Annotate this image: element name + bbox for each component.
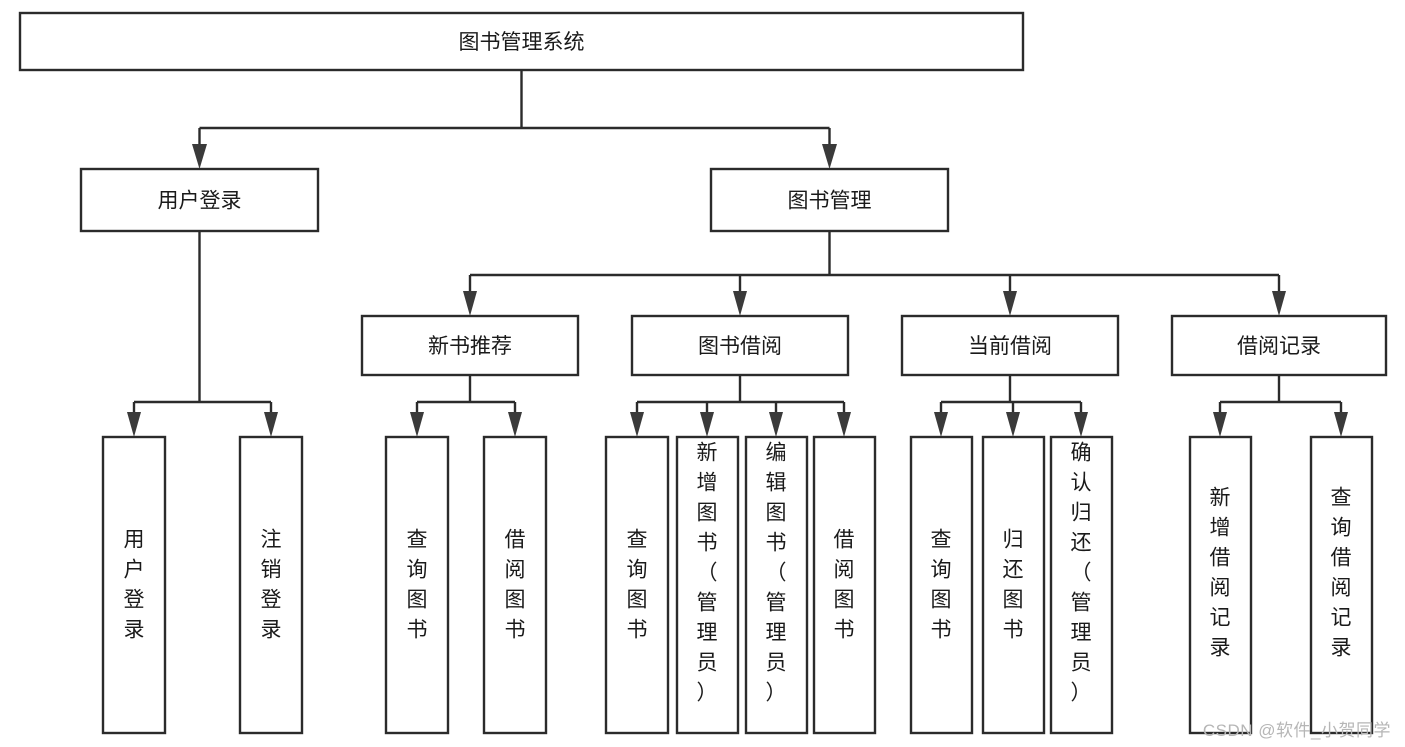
node-root-label: 图书管理系统 [459, 31, 585, 54]
leaf-node-3[interactable]: 借阅图书 [482, 435, 548, 735]
arrow-head-current-borrow [1003, 291, 1017, 316]
leaf-node-10[interactable]: 确认归还（管理员） [1049, 435, 1114, 735]
node-user-login[interactable]: 用户登录 [79, 167, 320, 233]
leaf-node-11-label: 新增借阅记录 [1210, 487, 1231, 660]
leaf-node-11-box[interactable] [1188, 435, 1253, 735]
node-current-borrow[interactable]: 当前借阅 [900, 314, 1120, 377]
leaf-node-6[interactable]: 编辑图书（管理员） [744, 435, 809, 735]
leaf-node-8-box[interactable] [909, 435, 974, 735]
leaf-node-12[interactable]: 查询借阅记录 [1309, 435, 1374, 735]
node-new-book-recommend-box[interactable] [360, 314, 580, 377]
node-borrow-record-label: 借阅记录 [1237, 335, 1321, 358]
leaf-node-12-box[interactable] [1309, 435, 1374, 735]
leaf-node-9-box[interactable] [981, 435, 1046, 735]
leaf-node-6-box[interactable] [744, 435, 809, 735]
arrow-head-leaf-query-book-1 [410, 412, 424, 437]
node-book-borrow-box[interactable] [630, 314, 850, 377]
node-new-book-recommend-label: 新书推荐 [428, 335, 512, 358]
leaf-node-6-label: 编辑图书（管理员） [766, 442, 787, 705]
node-current-borrow-label: 当前借阅 [968, 335, 1052, 358]
arrow-head-leaf-confirm-return [1074, 412, 1088, 437]
leaf-node-2[interactable]: 查询图书 [384, 435, 450, 735]
leaf-node-5-label: 新增图书（管理员） [697, 442, 718, 705]
leaf-node-0-label: 用户登录 [124, 529, 145, 642]
leaf-node-2-label: 查询图书 [407, 529, 428, 642]
node-book-borrow[interactable]: 图书借阅 [630, 314, 850, 377]
arrow-head-borrow-record [1272, 291, 1286, 316]
arrow-head-book-manage [822, 144, 837, 169]
arrow-head-leaf-query-book-2 [630, 412, 644, 437]
arrow-head-user-login [192, 144, 207, 169]
node-new-book-recommend[interactable]: 新书推荐 [360, 314, 580, 377]
leaf-node-0[interactable]: 用户登录 [101, 435, 167, 735]
leaf-node-3-box[interactable] [482, 435, 548, 735]
leaf-node-10-label: 确认归还（管理员） [1071, 442, 1092, 705]
leaf-node-9[interactable]: 归还图书 [981, 435, 1046, 735]
arrow-head-book-borrow [733, 291, 747, 316]
leaf-node-7[interactable]: 借阅图书 [812, 435, 877, 735]
csdn-watermark: CSDN @软件_小贺同学 [1202, 721, 1391, 740]
leaf-node-8[interactable]: 查询图书 [909, 435, 974, 735]
leaf-node-1-label: 注销登录 [261, 529, 282, 642]
arrow-head-leaf-return-book [1006, 412, 1020, 437]
arrow-head-leaf-borrow-book-2 [837, 412, 851, 437]
leaf-node-1-box[interactable] [238, 435, 304, 735]
node-book-manage-label: 图书管理 [788, 190, 872, 213]
leaf-node-4-box[interactable] [604, 435, 670, 735]
arrow-head-leaf-query-book-3 [934, 412, 948, 437]
leaf-node-9-label: 归还图书 [1003, 529, 1024, 642]
arrow-head-new-book-rec [463, 291, 477, 316]
node-root[interactable]: 图书管理系统 [18, 11, 1025, 72]
node-current-borrow-box[interactable] [900, 314, 1120, 377]
node-borrow-record[interactable]: 借阅记录 [1170, 314, 1388, 377]
leaf-node-4-label: 查询图书 [627, 529, 648, 642]
node-book-manage[interactable]: 图书管理 [709, 167, 950, 233]
leaf-node-7-label: 借阅图书 [834, 529, 855, 642]
leaf-node-11[interactable]: 新增借阅记录 [1188, 435, 1253, 735]
arrow-head-leaf-borrow-book-1 [508, 412, 522, 437]
leaf-node-4[interactable]: 查询图书 [604, 435, 670, 735]
leaf-node-10-box[interactable] [1049, 435, 1114, 735]
node-user-login-label: 用户登录 [158, 190, 242, 213]
leaf-node-7-box[interactable] [812, 435, 877, 735]
arrow-head-leaf-add-record [1213, 412, 1227, 437]
leaf-node-12-label: 查询借阅记录 [1331, 487, 1352, 660]
arrow-head-leaf-edit-book [769, 412, 783, 437]
leaf-node-0-box[interactable] [101, 435, 167, 735]
arrow-head-leaf-user-login [127, 412, 141, 437]
node-book-borrow-label: 图书借阅 [698, 335, 782, 358]
connector-layer [127, 70, 1348, 437]
leaf-node-3-label: 借阅图书 [505, 529, 526, 642]
leaf-node-8-label: 查询图书 [931, 529, 952, 642]
leaf-node-5[interactable]: 新增图书（管理员） [675, 435, 740, 735]
leaf-node-5-box[interactable] [675, 435, 740, 735]
node-user-login-box[interactable] [79, 167, 320, 233]
node-root-box[interactable] [18, 11, 1025, 72]
node-borrow-record-box[interactable] [1170, 314, 1388, 377]
node-book-manage-box[interactable] [709, 167, 950, 233]
leaf-node-2-box[interactable] [384, 435, 450, 735]
arrow-head-leaf-logout [264, 412, 278, 437]
leaf-layer: 用户登录 注销登录 查询图书 借阅图书 查询图书 新增图书（管理员） [101, 435, 1374, 735]
arrow-head-leaf-add-book [700, 412, 714, 437]
arrow-head-leaf-query-record [1334, 412, 1348, 437]
leaf-node-1[interactable]: 注销登录 [238, 435, 304, 735]
